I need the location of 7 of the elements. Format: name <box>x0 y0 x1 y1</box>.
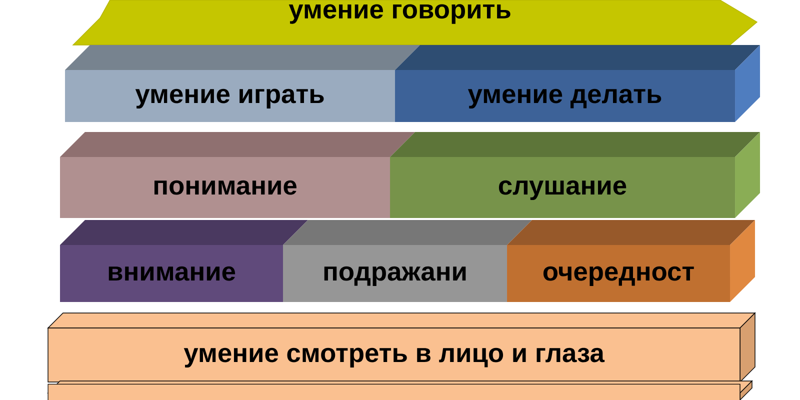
brick-block: слушание <box>390 132 760 218</box>
brick-block: умение делать <box>395 45 760 122</box>
brick-block: понимание <box>60 132 415 218</box>
brick-block: очередност <box>507 220 755 302</box>
brick-block: умение играть <box>65 45 420 122</box>
brick-block: внимание <box>60 220 308 302</box>
brick-block: подражани <box>283 220 532 302</box>
